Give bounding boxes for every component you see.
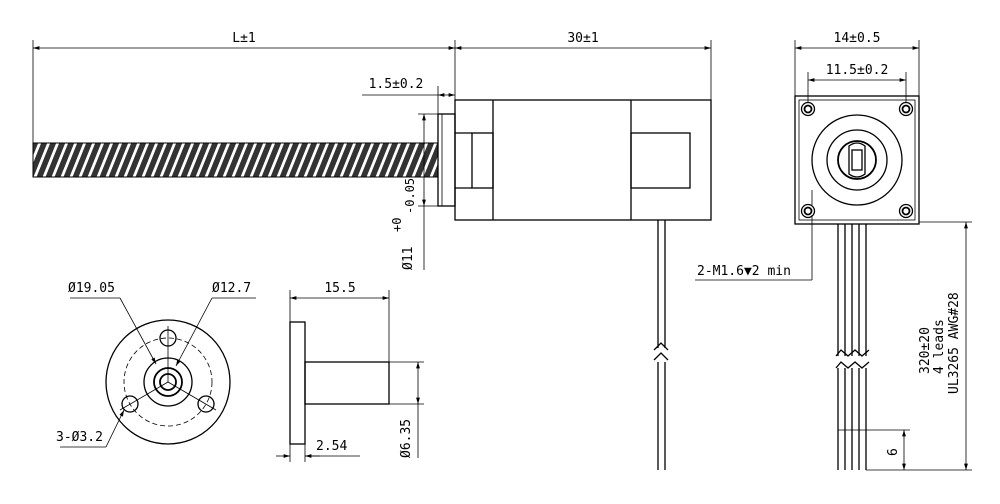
dim-boss-diameter: Ø11 +0 -0.05 (390, 113, 438, 270)
label-screw-length: L±1 (232, 31, 255, 46)
front-boss (437, 113, 456, 207)
dim-motor-length: 30±1 (455, 31, 712, 100)
dim-mount-thread: 2-M1.6▼2 min (695, 190, 813, 281)
label-mount-thread: 2-M1.6▼2 min (697, 264, 791, 279)
label-lead-strip: 6 (886, 448, 901, 456)
nut-side-view: 15.5 Ø6.35 2.54 (276, 281, 424, 462)
label-boss-thickness: 1.5±0.2 (369, 77, 424, 92)
center-boss (811, 114, 903, 206)
label-lead-spec: UL3265 AWG#28 (947, 292, 962, 394)
label-hole-spacing: 11.5±0.2 (826, 63, 889, 78)
label-nut-outer-dia: Ø19.05 (68, 281, 115, 296)
label-motor-length: 30±1 (567, 31, 598, 46)
dim-boss-thickness: 1.5±0.2 (362, 77, 455, 114)
lead-wire-side (653, 220, 669, 470)
label-nut-body-dia: Ø6.35 (399, 419, 414, 458)
nut-front-view: Ø19.05 Ø12.7 3-Ø3.2 (56, 281, 256, 448)
end-view: 14±0.5 11.5±0.2 2-M1.6▼2 min 320±20 4 le… (695, 31, 972, 471)
dim-lead-strip: 6 (866, 429, 910, 470)
label-boss-diameter: Ø11 (401, 247, 416, 270)
label-nut-pitch-dia: Ø12.7 (212, 281, 251, 296)
dim-lead-length: 320±20 4 leads UL3265 AWG#28 (866, 221, 972, 471)
label-nut-holes: 3-Ø3.2 (56, 430, 103, 445)
label-boss-tol-lower: -0.05 (403, 178, 417, 214)
label-flange-thickness: 2.54 (316, 439, 347, 454)
label-lead-count: 4 leads (932, 319, 947, 374)
label-lead-length: 320±20 (918, 327, 933, 374)
dim-screw-length: L±1 (32, 31, 456, 145)
dim-hole-spacing: 11.5±0.2 (807, 63, 907, 102)
label-nut-length: 15.5 (324, 281, 355, 296)
lead-wires-end (835, 224, 870, 470)
housing-face (794, 95, 920, 225)
mount-holes (800, 101, 914, 219)
label-housing-width: 14±0.5 (834, 31, 881, 46)
lead-screw (32, 142, 439, 178)
label-boss-tol-upper: +0 (390, 218, 404, 232)
dim-housing-width: 14±0.5 (794, 31, 920, 96)
side-view: L±1 30±1 1.5±0.2 Ø11 +0 -0.05 (32, 31, 712, 470)
motor-body (454, 99, 712, 221)
